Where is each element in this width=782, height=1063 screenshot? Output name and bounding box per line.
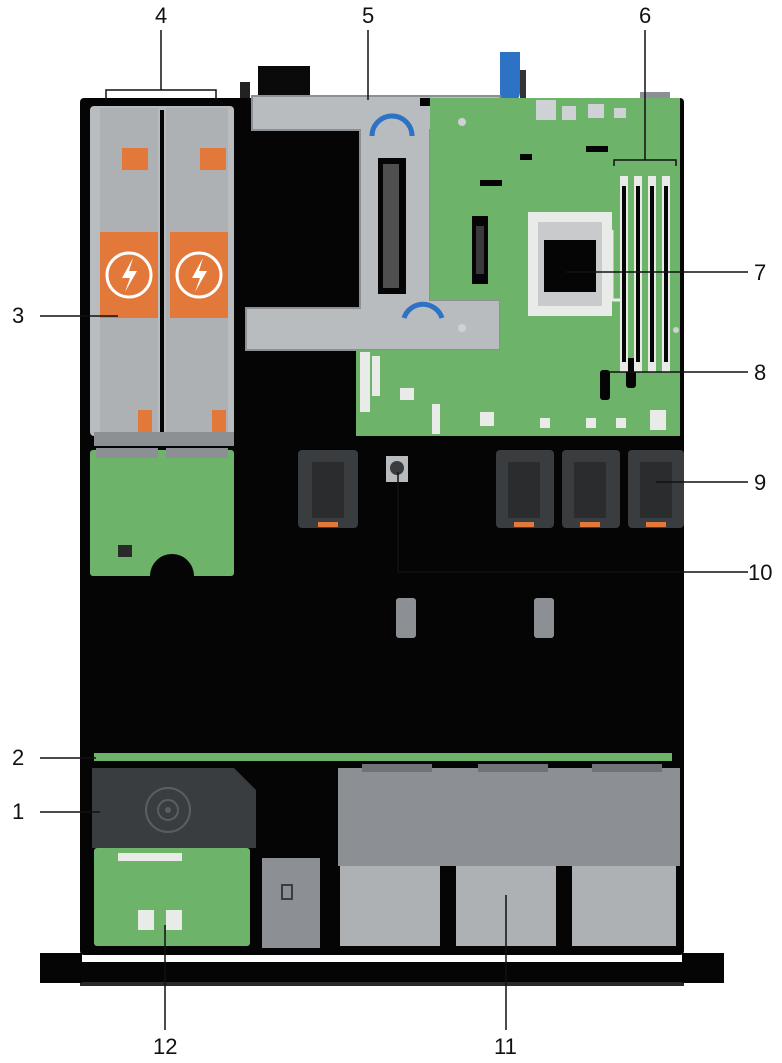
callout-11: 11: [494, 1036, 517, 1058]
rear-io-area: [240, 52, 670, 102]
callout-6: 6: [639, 5, 651, 27]
drive-backplane-board: [94, 848, 250, 946]
callout-7: 7: [754, 262, 766, 284]
callout-12: 12: [153, 1036, 177, 1058]
callout-1: 1: [12, 801, 24, 823]
callout-2: 2: [12, 747, 24, 769]
intrusion-switch: [386, 456, 408, 482]
callout-10: 10: [748, 562, 772, 584]
hard-drive-bays: [338, 764, 680, 946]
callout-5: 5: [362, 5, 374, 27]
processor-socket: [528, 212, 622, 316]
drive-bay-cover: [262, 858, 320, 948]
callout-4: 4: [155, 5, 167, 27]
optical-drive: [92, 768, 256, 848]
control-panel-board: [94, 753, 672, 761]
power-supply-units: [90, 106, 234, 446]
callout-9: 9: [754, 472, 766, 494]
callout-8: 8: [754, 362, 766, 384]
front-bezel: [40, 953, 724, 986]
callout-3: 3: [12, 305, 24, 327]
